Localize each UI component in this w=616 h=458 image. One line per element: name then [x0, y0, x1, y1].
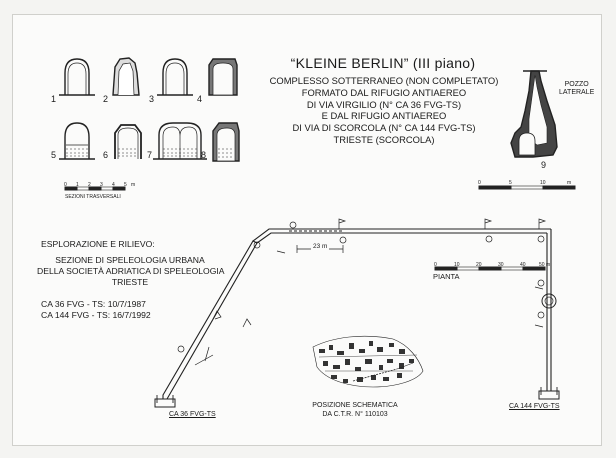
survey-sheet: 1 2 3 4 5 6 7 8 9 0 1 2 3 4 5 m SEZIONI … — [12, 14, 602, 446]
location-caption: POSIZIONE SCHEMATICA DA C.T.R. N° 110103 — [285, 401, 425, 419]
survey-drawing — [59, 57, 576, 408]
description-line-6: TRIESTE (SCORCOLA) — [333, 133, 435, 145]
top-scale-tick-2: 10 — [540, 180, 546, 186]
section-number-2: 2 — [103, 94, 109, 104]
plan-scale-tick-2: 20 — [476, 262, 482, 268]
section-number-3: 3 — [149, 94, 155, 104]
plan-scale-bar — [434, 266, 546, 271]
survey-date-ca144: CA 144 FVG - TS: 16/7/1992 — [41, 310, 151, 320]
plan-scale-unit: 50 m — [539, 262, 551, 268]
section-number-6: 6 — [103, 150, 109, 160]
sections-scale-tick-4: 4 — [112, 182, 115, 188]
cross-section-1 — [59, 58, 95, 96]
cross-section-5 — [59, 122, 95, 160]
survey-organization: SEZIONE DI SPELEOLOGIA URBANA DELLA SOCI… — [37, 255, 225, 288]
org-line-3: TRIESTE — [111, 277, 149, 287]
cross-section-8 — [212, 122, 240, 162]
description-line-1: COMPLESSO SOTTERRANEO (NON COMPLETATO) — [269, 75, 499, 86]
cross-section-4 — [208, 58, 238, 96]
entrance-ca144-label: CA 144 FVG-TS — [509, 403, 560, 410]
survey-dates: CA 36 FVG - TS: 10/7/1987 CA 144 FVG - T… — [41, 299, 151, 321]
cross-section-7 — [153, 122, 207, 160]
org-line-2: DELLA SOCIETÀ ADRIATICA DI SPELEOLOGIA — [37, 266, 225, 276]
description-line-5: DI VIA DI SCORCOLA (N° CA 144 FVG-TS) — [292, 122, 476, 134]
plan-scale-tick-0: 0 — [434, 262, 437, 268]
entrance-ca36-label: CA 36 FVG-TS — [169, 411, 216, 418]
drawing-title: “KLEINE BERLIN” (III piano) — [290, 55, 476, 71]
sections-scale-label: SEZIONI TRASVERSALI — [65, 194, 121, 200]
sections-scale-tick-5: 5 — [124, 182, 127, 188]
description-line-2: FORMATO DAL RIFUGIO ANTIAEREO — [301, 86, 467, 98]
location-line-1: POSIZIONE SCHEMATICA — [312, 402, 398, 409]
drawing-description: COMPLESSO SOTTERRANEO (NON COMPLETATO) F… — [219, 75, 549, 146]
section-number-5: 5 — [51, 150, 57, 160]
section-number-4: 4 — [197, 94, 203, 104]
sections-scale-tick-2: 2 — [88, 182, 91, 188]
cross-section-6 — [114, 124, 142, 159]
pozzo-label-line1: POZZO — [564, 81, 589, 88]
sections-scale-tick-3: 3 — [100, 182, 103, 188]
top-scale-tick-0: 0 — [478, 180, 481, 186]
cross-section-3 — [157, 58, 193, 96]
pozzo-label-line2: LATERALE — [559, 89, 595, 96]
location-line-2: DA C.T.R. N° 110103 — [322, 411, 388, 418]
cross-section-2 — [112, 57, 140, 96]
org-line-1: SEZIONE DI SPELEOLOGIA URBANA — [55, 255, 205, 265]
sections-scale-unit: m — [131, 182, 136, 188]
section-number-9: 9 — [541, 160, 547, 170]
top-scale-unit: m — [567, 180, 572, 186]
pozzo-laterale-label: POZZO LATERALE — [559, 81, 594, 97]
section-number-7: 7 — [147, 150, 153, 160]
plan-scale-tick-1: 10 — [454, 262, 460, 268]
top-scale-tick-1: 5 — [509, 180, 512, 186]
plan-distance-label: 23 m — [311, 243, 330, 251]
sections-scale-tick-0: 0 — [64, 182, 67, 188]
sections-scale — [64, 186, 126, 191]
description-line-3: DI VIA VIRGILIO (N° CA 36 FVG-TS) — [306, 98, 462, 110]
location-sketch-map — [312, 335, 424, 388]
survey-heading: ESPLORAZIONE E RILIEVO: — [41, 239, 155, 249]
tunnel-plan — [154, 218, 560, 408]
top-scale-bar — [478, 185, 576, 190]
section-number-1: 1 — [51, 94, 57, 104]
section-number-8: 8 — [201, 150, 207, 160]
plan-scale-tick-3: 30 — [498, 262, 504, 268]
survey-date-ca36: CA 36 FVG - TS: 10/7/1987 — [41, 299, 146, 309]
description-line-4: E DAL RIFUGIO ANTIAEREO — [321, 110, 447, 122]
cross-section-9-pozzo — [510, 70, 558, 158]
plan-label: PIANTA — [433, 272, 460, 281]
sections-scale-tick-1: 1 — [76, 182, 79, 188]
plan-scale-tick-4: 40 — [520, 262, 526, 268]
